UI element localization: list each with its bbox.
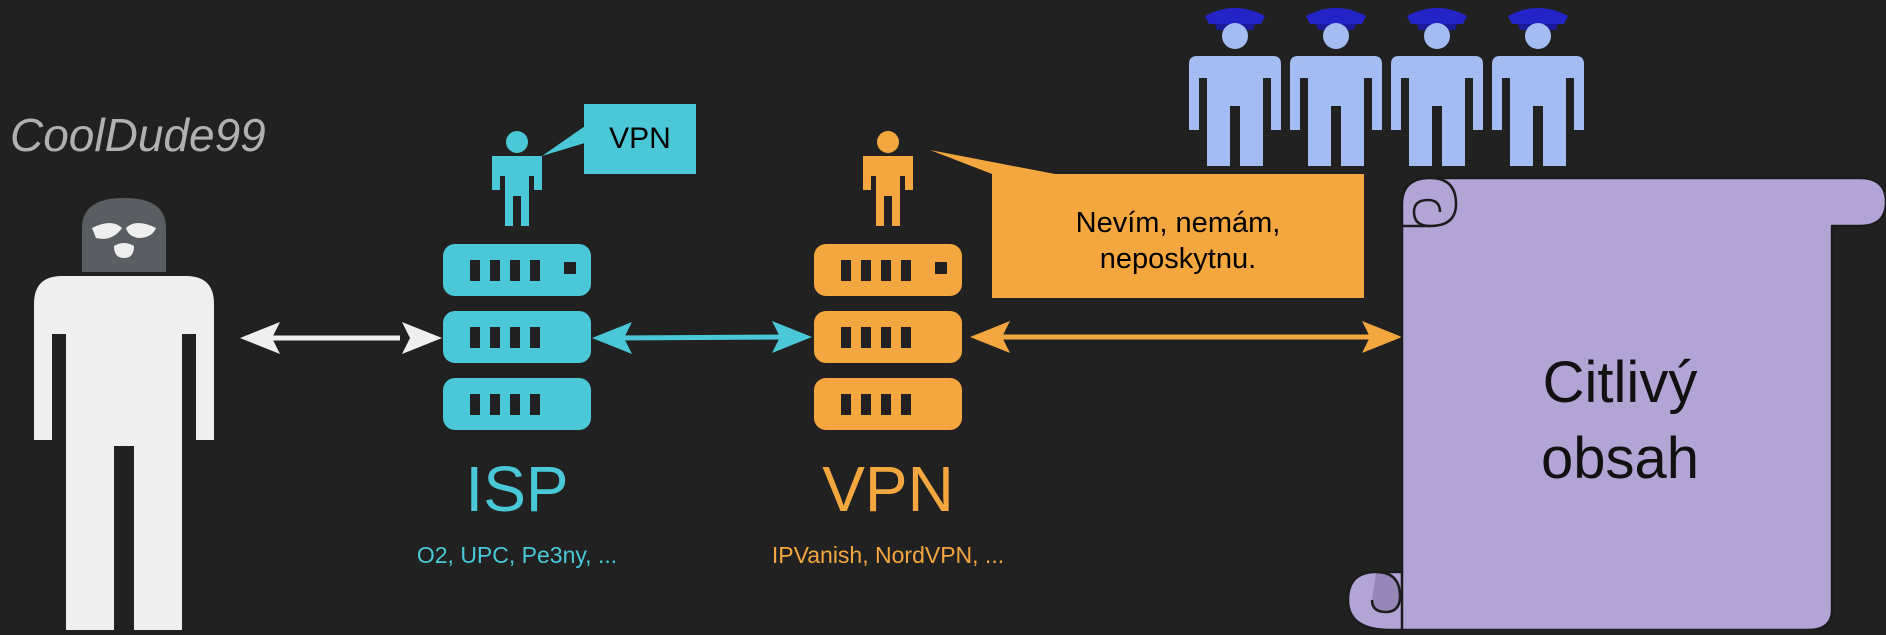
user-mask-eyes [92, 223, 156, 239]
isp-server-icon [443, 244, 591, 430]
user-mask-mouth [114, 243, 134, 258]
isp-callout-text: VPN [609, 122, 671, 155]
content-line-1: Citlivý [1543, 350, 1698, 415]
user-body [34, 276, 214, 630]
isp-operator-icon [492, 131, 542, 226]
arrow-vpn-content [970, 321, 1402, 353]
isp-title: ISP [465, 453, 569, 525]
police-officers [1189, 8, 1584, 166]
isp-providers: O2, UPC, Pe3ny, ... [416, 542, 618, 568]
police-officer-icon [1492, 8, 1584, 166]
isp-speech-bubble [542, 104, 696, 174]
police-officer-icon [1189, 8, 1281, 166]
content-line-2: obsah [1541, 426, 1699, 491]
arrow-isp-vpn [592, 321, 812, 354]
vpn-title: VPN [822, 453, 954, 525]
police-officer-icon [1391, 8, 1483, 166]
user-name-label: CoolDude99 [10, 109, 266, 161]
arrow-user-isp [240, 322, 442, 354]
user-mask-head [82, 198, 166, 272]
vpn-operator-icon [863, 131, 913, 226]
vpn-callout-line-1: Nevím, nemám, [1076, 207, 1281, 239]
vpn-providers: IPVanish, NordVPN, ... [771, 542, 1005, 568]
vpn-callout-line-2: neposkytnu. [1100, 243, 1256, 275]
vpn-speech-bubble [930, 150, 1364, 298]
masked-user-icon [34, 198, 214, 630]
police-officer-icon [1290, 8, 1382, 166]
vpn-server-icon [814, 244, 962, 430]
